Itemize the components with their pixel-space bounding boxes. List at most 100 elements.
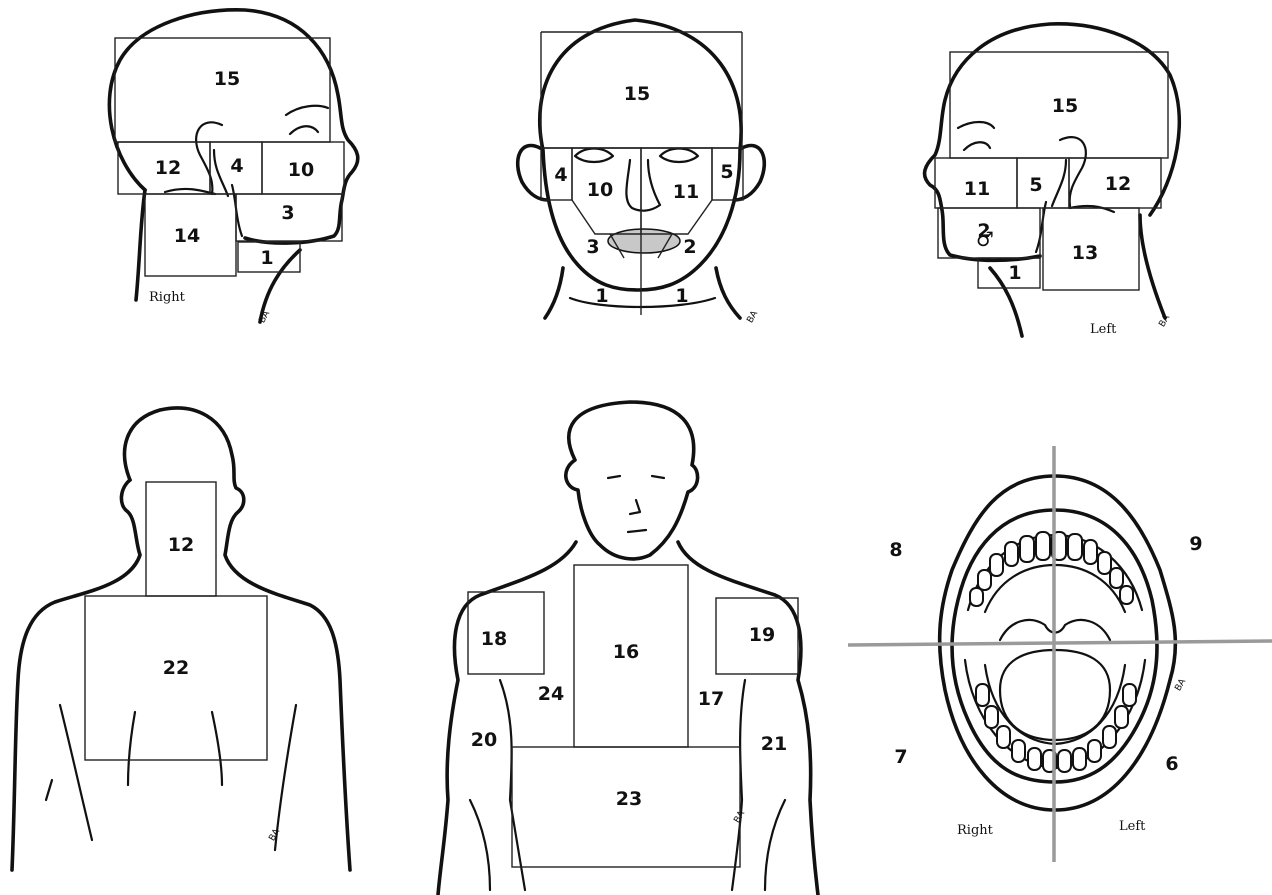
back-muscle-right: [275, 705, 296, 850]
zone-label-18: 18: [481, 628, 507, 650]
zone-label-12: 12: [168, 534, 194, 556]
tooth: [1120, 586, 1133, 604]
ear-right: [196, 122, 228, 196]
eye-left-front: [575, 149, 613, 163]
tooth: [1058, 750, 1071, 772]
head-left-profile-view: 15 11 5 12 2 ♂ 13 1 Left BA: [925, 24, 1180, 337]
torso-nose: [630, 500, 640, 514]
zone-label-5: 5: [1029, 174, 1042, 196]
side-label-left: Left: [1090, 322, 1117, 337]
nose-front: [626, 160, 660, 211]
zone-label-23: 23: [616, 788, 642, 810]
back-muscle-mid-left: [128, 712, 135, 785]
zone-label-12: 12: [1105, 173, 1131, 195]
zone-label-1-right: 1: [675, 285, 688, 307]
zone-label-15: 15: [1052, 95, 1078, 117]
collar-line: [570, 298, 715, 307]
quadrant-label-8: 8: [889, 539, 902, 561]
zone-label-3: 3: [586, 236, 599, 258]
quadrant-label-6: 6: [1165, 753, 1178, 775]
signature-mark: BA: [745, 309, 760, 325]
zone-label-22: 22: [163, 657, 189, 679]
zone-label-15: 15: [624, 83, 650, 105]
zone-label-12: 12: [155, 157, 181, 179]
zone-label-17: 17: [698, 688, 724, 710]
side-label-right: Right: [149, 290, 186, 305]
tooth: [1068, 534, 1082, 560]
tooth: [1123, 684, 1136, 706]
tooth: [978, 570, 991, 590]
zone-label-5: 5: [720, 161, 733, 183]
torso-eye-left: [608, 476, 620, 478]
mouth-dental-view: 8 9 7 6 Right Left BA: [848, 446, 1272, 862]
zone-label-1: 1: [260, 247, 273, 269]
tooth: [1036, 532, 1050, 560]
torso-mouth: [628, 530, 646, 532]
tooth: [1110, 568, 1123, 588]
zone-label-19: 19: [749, 624, 775, 646]
arm-inner-right: [732, 680, 745, 890]
tooth: [990, 554, 1003, 576]
back-head-outline: [125, 408, 350, 870]
eye-left: [958, 122, 994, 150]
neck-back-left: [1140, 215, 1165, 318]
torso-shoulders: [438, 542, 576, 895]
torso-head-outline: [566, 402, 698, 559]
zone-label-1: 1: [1008, 262, 1021, 284]
zone-label-2: 2: [683, 236, 696, 258]
tooth: [1088, 740, 1101, 762]
male-symbol-icon: ♂: [976, 227, 994, 251]
zone-label-11: 11: [964, 178, 990, 200]
zone-label-10: 10: [587, 179, 613, 201]
back-view: 12 22 BA: [12, 408, 350, 870]
eye-right-front: [660, 149, 698, 163]
zone-label-24: 24: [538, 683, 564, 705]
back-left-contour: [12, 480, 140, 870]
zone-label-15: 15: [214, 68, 240, 90]
tooth: [985, 706, 998, 728]
zone-label-10: 10: [288, 159, 314, 181]
eye-right: [286, 106, 328, 134]
tooth: [1020, 536, 1034, 562]
head-right-outline: [109, 10, 357, 243]
signature-mark: BA: [732, 809, 747, 825]
signature-mark: BA: [1157, 313, 1172, 329]
face-front-view: 15 4 10 11 5 3 2 1 1 BA: [518, 20, 765, 325]
zone-label-1-left: 1: [595, 285, 608, 307]
back-muscle-left: [60, 705, 92, 840]
neck-front-right: [716, 268, 740, 318]
tooth: [1073, 748, 1086, 770]
tooth: [1098, 552, 1111, 574]
zone-label-21: 21: [761, 733, 787, 755]
side-label-left: Left: [1119, 819, 1146, 834]
zone-label-11: 11: [673, 181, 699, 203]
torso-eye-right: [652, 476, 664, 478]
tooth: [1084, 540, 1097, 564]
zone-box-15: [115, 38, 330, 142]
zone-label-16: 16: [613, 641, 639, 663]
back-mark: [46, 780, 52, 800]
zone-label-4: 4: [230, 155, 243, 177]
tooth: [1115, 706, 1128, 728]
quadrant-label-9: 9: [1189, 533, 1202, 555]
zone-label-13: 13: [1072, 242, 1098, 264]
side-label-right: Right: [957, 823, 994, 838]
torso-shoulders-right: [678, 542, 818, 895]
torso-front-view: 16 18 19 24 17 20 21 23 BA: [438, 402, 818, 895]
tooth: [1005, 542, 1018, 566]
tooth: [976, 684, 989, 706]
zone-label-4: 4: [554, 164, 567, 186]
tooth: [970, 588, 983, 606]
tooth: [1103, 726, 1116, 748]
zone-label-20: 20: [471, 729, 497, 751]
signature-mark: BA: [267, 827, 282, 843]
zone-label-3: 3: [281, 202, 294, 224]
quadrant-label-7: 7: [894, 746, 907, 768]
quadrant-line-horizontal: [848, 641, 1272, 645]
signature-mark: BA: [1173, 677, 1188, 693]
tooth: [1012, 740, 1025, 762]
tooth: [1028, 748, 1041, 770]
neck-front-left: [545, 268, 563, 318]
head-right-profile-view: 15 12 4 10 3 14 1 Right BA: [109, 10, 357, 325]
